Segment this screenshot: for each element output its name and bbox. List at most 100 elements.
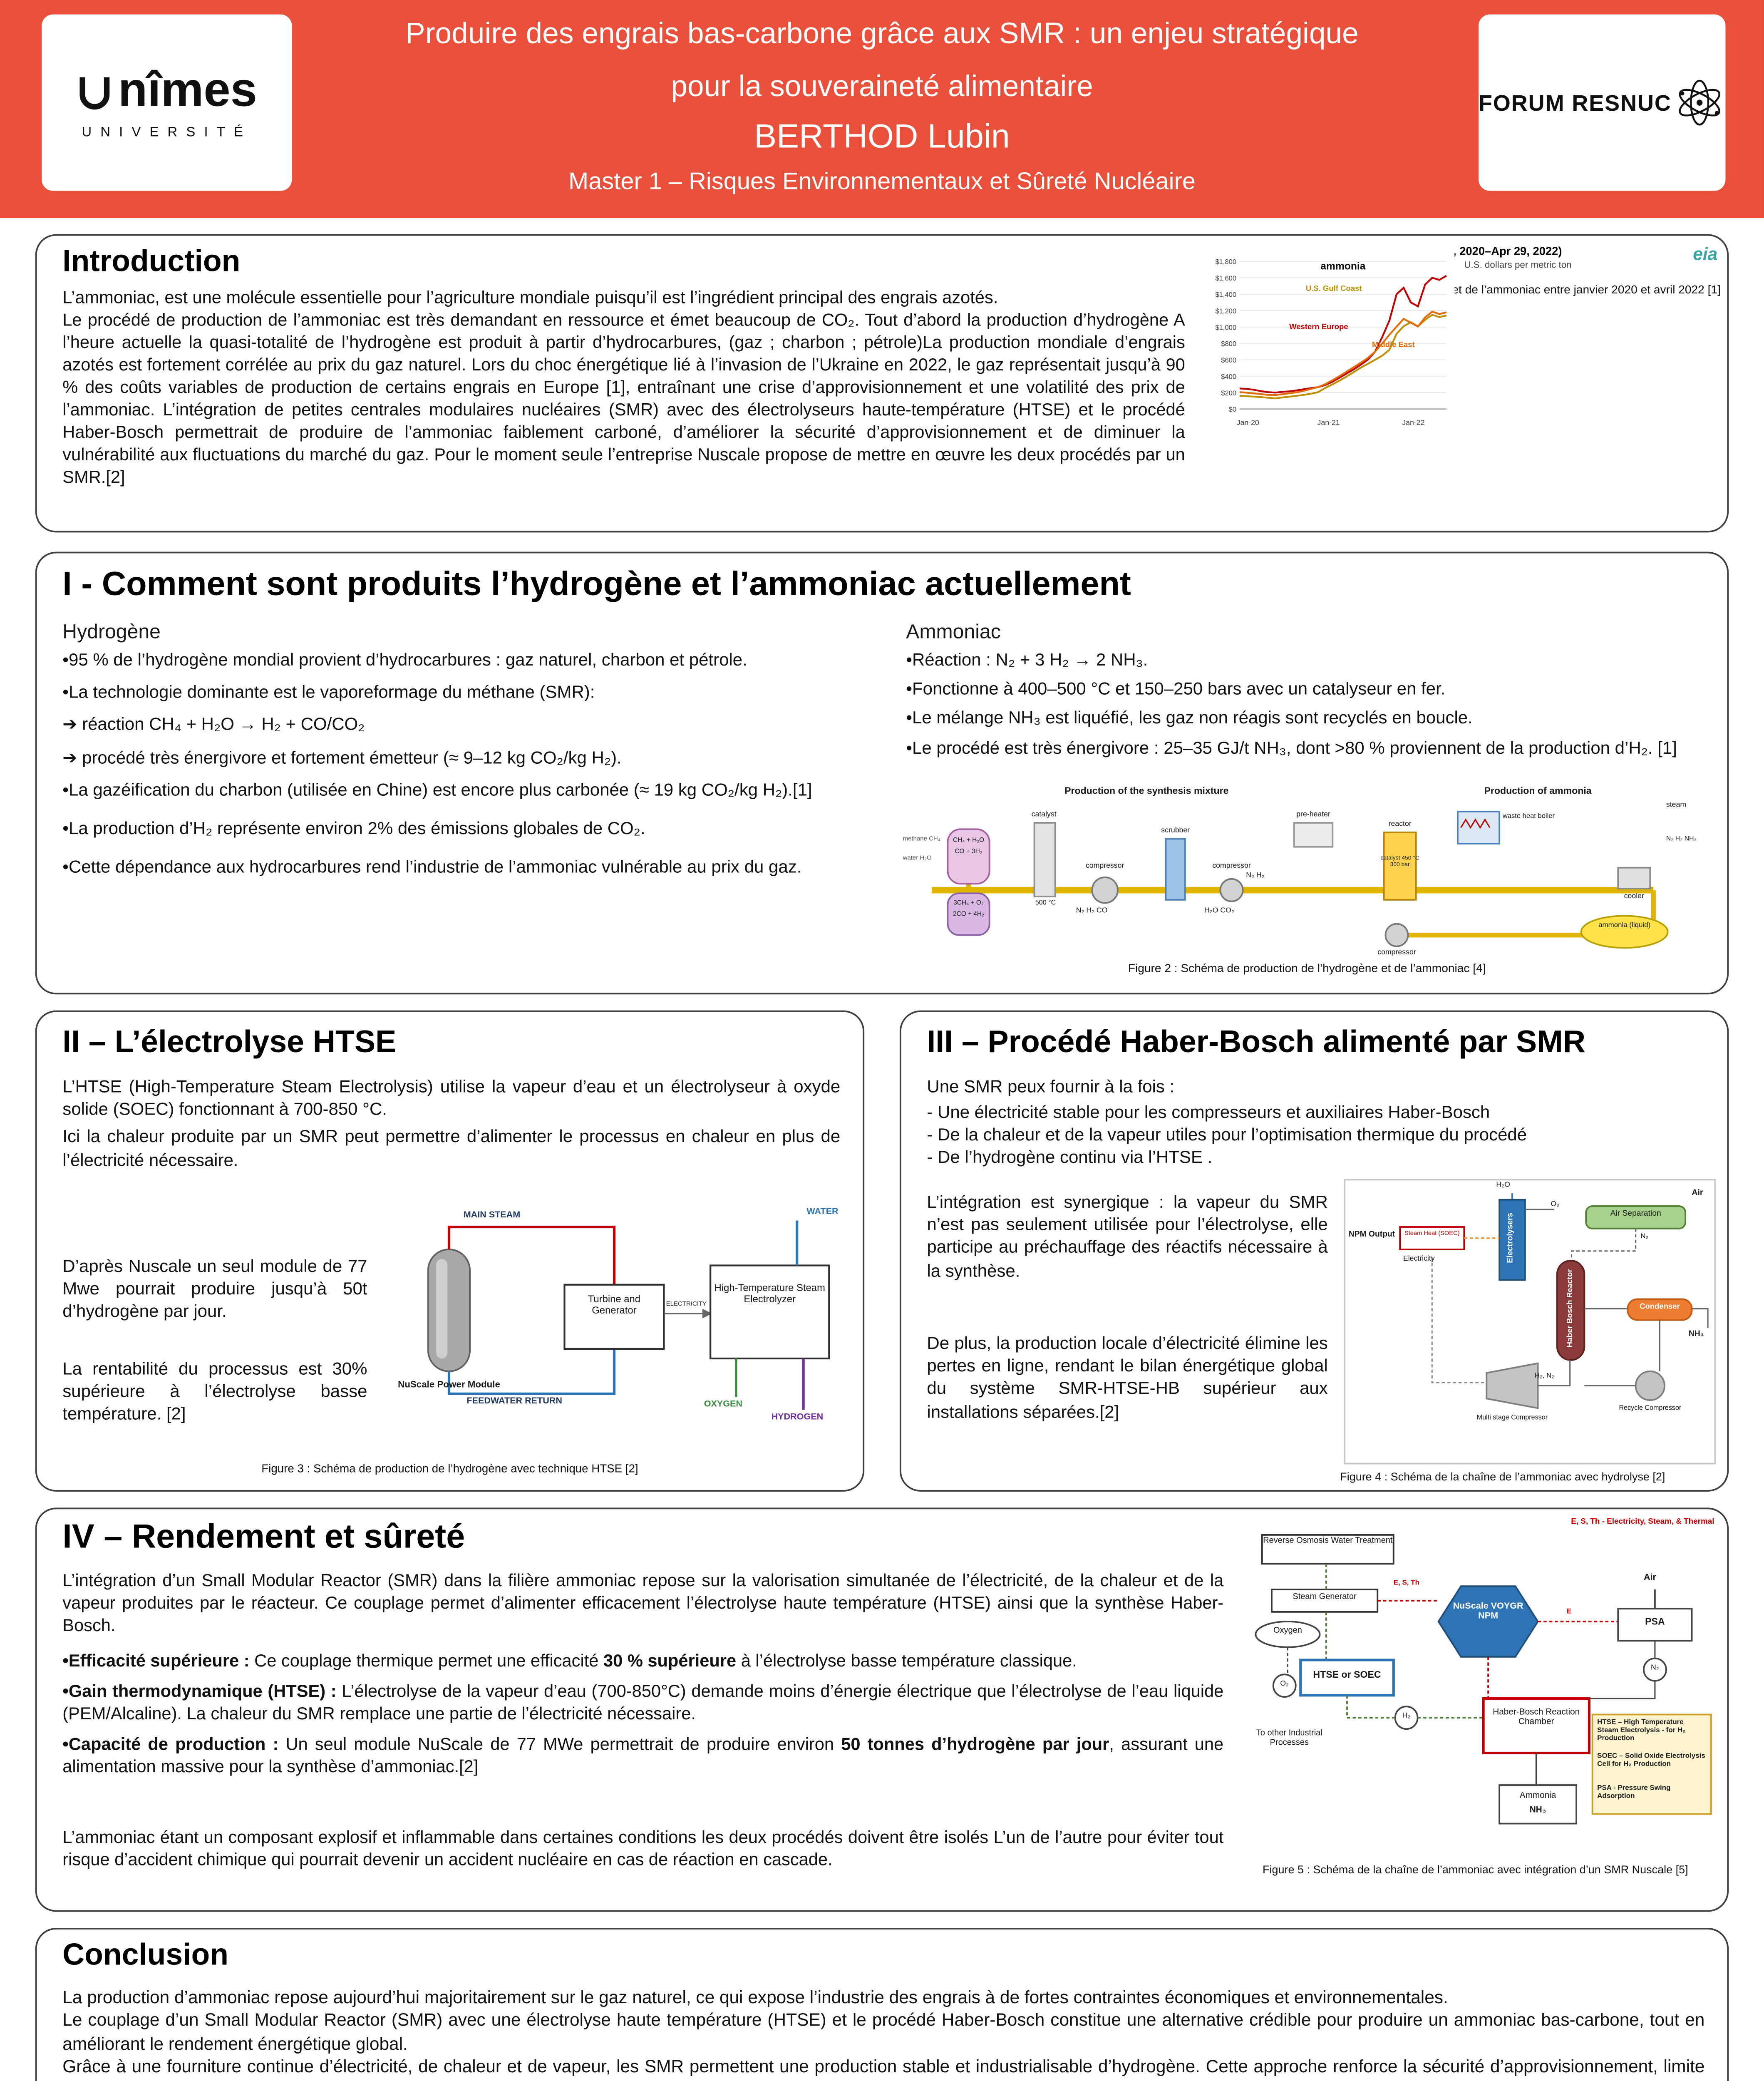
section3-paragraph-3: De plus, la production locale d’électric… [927, 1334, 1328, 1422]
figure2-label-reactor: reactor [1388, 819, 1412, 828]
figure2-label-n2h2nh3: N₂ H₂ NH₃ [1666, 834, 1697, 842]
bullet-strong: 50 tonnes d’hydrogène par jour [841, 1735, 1109, 1755]
figure1-right-units: U.S. dollars per metric ton [1464, 261, 1572, 271]
figure4-label-recycle-compressor: Recycle Compressor [1619, 1403, 1682, 1412]
figure4-label-n2: N₂ [1640, 1232, 1649, 1240]
figure5-legend-soec: SOEC – Solid Oxide Electrolysis Cell for… [1597, 1751, 1705, 1768]
poster-title-line2: pour la souveraineté alimentaire [671, 69, 1093, 103]
figure3-label-hydrogen: HYDROGEN [771, 1413, 824, 1423]
figure3-label-electricity: ELECTRICITY [666, 1299, 707, 1307]
figure4-label-condenser: Condenser [1640, 1304, 1680, 1312]
svg-text:Jan-22: Jan-22 [1402, 418, 1424, 427]
nimes-university-logo: nîmes UNIVERSITÉ [42, 14, 292, 191]
svg-text:Jan-20: Jan-20 [1237, 418, 1259, 427]
figure2-label-vessel-b1: 3CH₄ + O₂ [953, 898, 984, 906]
figure4-label-h2o: H₂O [1496, 1180, 1510, 1189]
figure-2: Production of the synthesis mixture Prod… [900, 787, 1714, 957]
hydrogen-bullet: •Cette dépendance aux hydrocarbures rend… [62, 858, 802, 878]
section2-paragraph-4: La rentabilité du processus est 30% supé… [62, 1360, 367, 1425]
svg-text:$1,800: $1,800 [1215, 258, 1236, 266]
section1-heading: I - Comment sont produits l’hydrogène et… [62, 566, 1131, 603]
svg-text:Western Europe: Western Europe [1289, 322, 1348, 331]
section3-paragraph-1: Une SMR peux fournir à la fois : [927, 1078, 1175, 1097]
figure5-label-h2: H₂ [1402, 1711, 1411, 1720]
bullet-lead: •Gain thermodynamique (HTSE) : [62, 1682, 337, 1702]
figure2-label-compressor2: compressor [1212, 861, 1251, 869]
section-2: II – L’électrolyse HTSE L’HTSE (High-Tem… [35, 1010, 865, 1492]
bullet-text: L’électrolyse de la vapeur d’eau (700-85… [62, 1682, 1224, 1724]
conclusion-section: Conclusion La production d’ammoniac repo… [35, 1928, 1729, 2081]
figure3-caption: Figure 3 : Schéma de production de l’hyd… [261, 1461, 638, 1476]
svg-text:$1,200: $1,200 [1215, 307, 1236, 315]
figure5-label-esth-marker: E, S, Th [1393, 1578, 1419, 1587]
section-3: III – Procédé Haber-Bosch alimenté par S… [899, 1010, 1729, 1492]
section4-paragraph-2: L’ammoniac étant un composant explosif e… [62, 1828, 1224, 1870]
figure3-label-turbine: Turbine and Generator [588, 1294, 641, 1317]
section3-heading: III – Procédé Haber-Bosch alimenté par S… [927, 1025, 1586, 1060]
figure5-label-haber-bosch-chamber: Haber-Bosch Reaction Chamber [1493, 1708, 1580, 1728]
section2-paragraph-1: L’HTSE (High-Temperature Steam Electroly… [62, 1078, 841, 1120]
figure2-label-catalyst: catalyst [1031, 810, 1057, 818]
ammonia-bullets: •Réaction : N₂ + 3 H₂ → 2 NH₃. •Fonction… [906, 650, 1711, 766]
conclusion-paragraph-2: Le couplage d’un Small Modular Reactor (… [62, 2011, 1705, 2054]
figure2-label-cooler: cooler [1624, 892, 1644, 900]
ammonia-chart: $0$200$400$600$800$1,000$1,200$1,400$1,6… [1201, 245, 1455, 428]
hydrogen-bullet: ➔ réaction CH₄ + H₂O → H₂ + CO/CO₂ [62, 716, 365, 735]
figure4-label-steam-heat: Steam Heat (SOEC) [1404, 1230, 1460, 1237]
figure3-label-electrolyzer: High-Temperature Steam Electrolyzer [714, 1283, 825, 1306]
svg-text:Jan-21: Jan-21 [1317, 418, 1340, 427]
figure5-label-ammonia: Ammonia [1519, 1791, 1556, 1801]
figure2-label-water-feed: water H₂O [903, 853, 932, 862]
figure4-label-h2n2: H₂, N₂ [1534, 1371, 1554, 1380]
figure-1: Weekly natural gas and ammonia prices (J… [1201, 245, 1721, 528]
figure5-label-reverse-osmosis: Reverse Osmosis Water Treatment [1263, 1536, 1393, 1546]
figure5-label-psa: PSA [1645, 1618, 1665, 1628]
svg-text:$600: $600 [1221, 356, 1236, 364]
eia-logo: eia [1693, 245, 1718, 265]
figure2-label-methane-feed: methane CH₄ [903, 834, 940, 842]
section2-paragraph-3: D’après Nuscale un seul module de 77 Mwe… [62, 1257, 367, 1322]
figure2-graphic [931, 810, 1669, 949]
nimes-logo-subtext: UNIVERSITÉ [82, 122, 252, 139]
section3-bullet: - De l’hydrogène continu via l’HTSE . [927, 1149, 1213, 1168]
figure2-header-left: Production of the synthesis mixture [1064, 787, 1229, 797]
section3-bullets: - Une électricité stable pour les compre… [927, 1102, 1716, 1170]
figure2-label-h2o-co2: H₂O CO₂ [1204, 906, 1234, 914]
banner-titles: Produire des engrais bas-carbone grâce a… [305, 16, 1459, 196]
figure5-label-to-other-processes: To other Industrial Processes [1256, 1729, 1322, 1748]
ammonia-bullet: •Réaction : N₂ + 3 H₂ → 2 NH₃. [906, 651, 1148, 670]
figure2-label-steam: steam [1666, 800, 1687, 809]
figure5-label-nuscale-voygr-npm: NuScale VOYGR NPM [1453, 1602, 1523, 1622]
svg-text:$400: $400 [1221, 372, 1236, 380]
figure2-label-compressor1: compressor [1085, 861, 1124, 869]
figure5-label-e-marker: E [1566, 1607, 1572, 1615]
figure2-label-n2h2: N₂ H₂ [1246, 871, 1265, 879]
svg-text:$1,600: $1,600 [1215, 274, 1236, 282]
atom-icon [1679, 79, 1721, 126]
bullet-lead: •Efficacité supérieure : [62, 1652, 250, 1671]
figure4-label-npm-output: NPM Output [1348, 1230, 1395, 1240]
figure4-label-o2: O₂ [1551, 1199, 1560, 1208]
ammonia-bullet: •Fonctionne à 400–500 °C et 150–250 bars… [906, 680, 1446, 700]
figure2-label-catalyst-temp: 500 °C [1035, 898, 1056, 906]
figure4-label-electrolysers: Electrolysers [1506, 1212, 1516, 1263]
section2-paragraph-2: Ici la chaleur produite par un SMR peut … [62, 1128, 841, 1170]
bullet-lead: •Capacité de production : [62, 1735, 279, 1755]
figure4-label-nh3: NH₃ [1688, 1329, 1704, 1339]
nimes-u-icon [79, 76, 109, 109]
figure2-label-vessel-reaction1: CH₄ + H₂O [953, 835, 985, 844]
figure4-label-air-separation: Air Separation [1610, 1209, 1661, 1219]
bullet-text: à l’électrolyse basse température classi… [736, 1652, 1077, 1671]
figure5-label-oxygen: Oxygen [1273, 1626, 1302, 1636]
hydrogen-bullet: •La technologie dominante est le vaporef… [62, 683, 595, 703]
section-4: IV – Rendement et sûreté L’intégration d… [35, 1507, 1729, 1912]
introduction-text: L’ammoniac, est une molécule essentielle… [62, 287, 1185, 490]
figure4-label-haber-bosch-reactor: Haber Bosch Reactor [1567, 1269, 1575, 1348]
svg-text:$200: $200 [1221, 389, 1236, 397]
figure3-label-water: WATER [806, 1207, 839, 1217]
bullet-text: , assurant une alimentation massive pour… [62, 1735, 1224, 1778]
hydrogen-bullet: •95 % de l’hydrogène mondial provient d’… [62, 651, 747, 670]
bullet-strong: 30 % supérieure [603, 1652, 737, 1671]
figure2-header-right: Production of ammonia [1484, 787, 1592, 797]
